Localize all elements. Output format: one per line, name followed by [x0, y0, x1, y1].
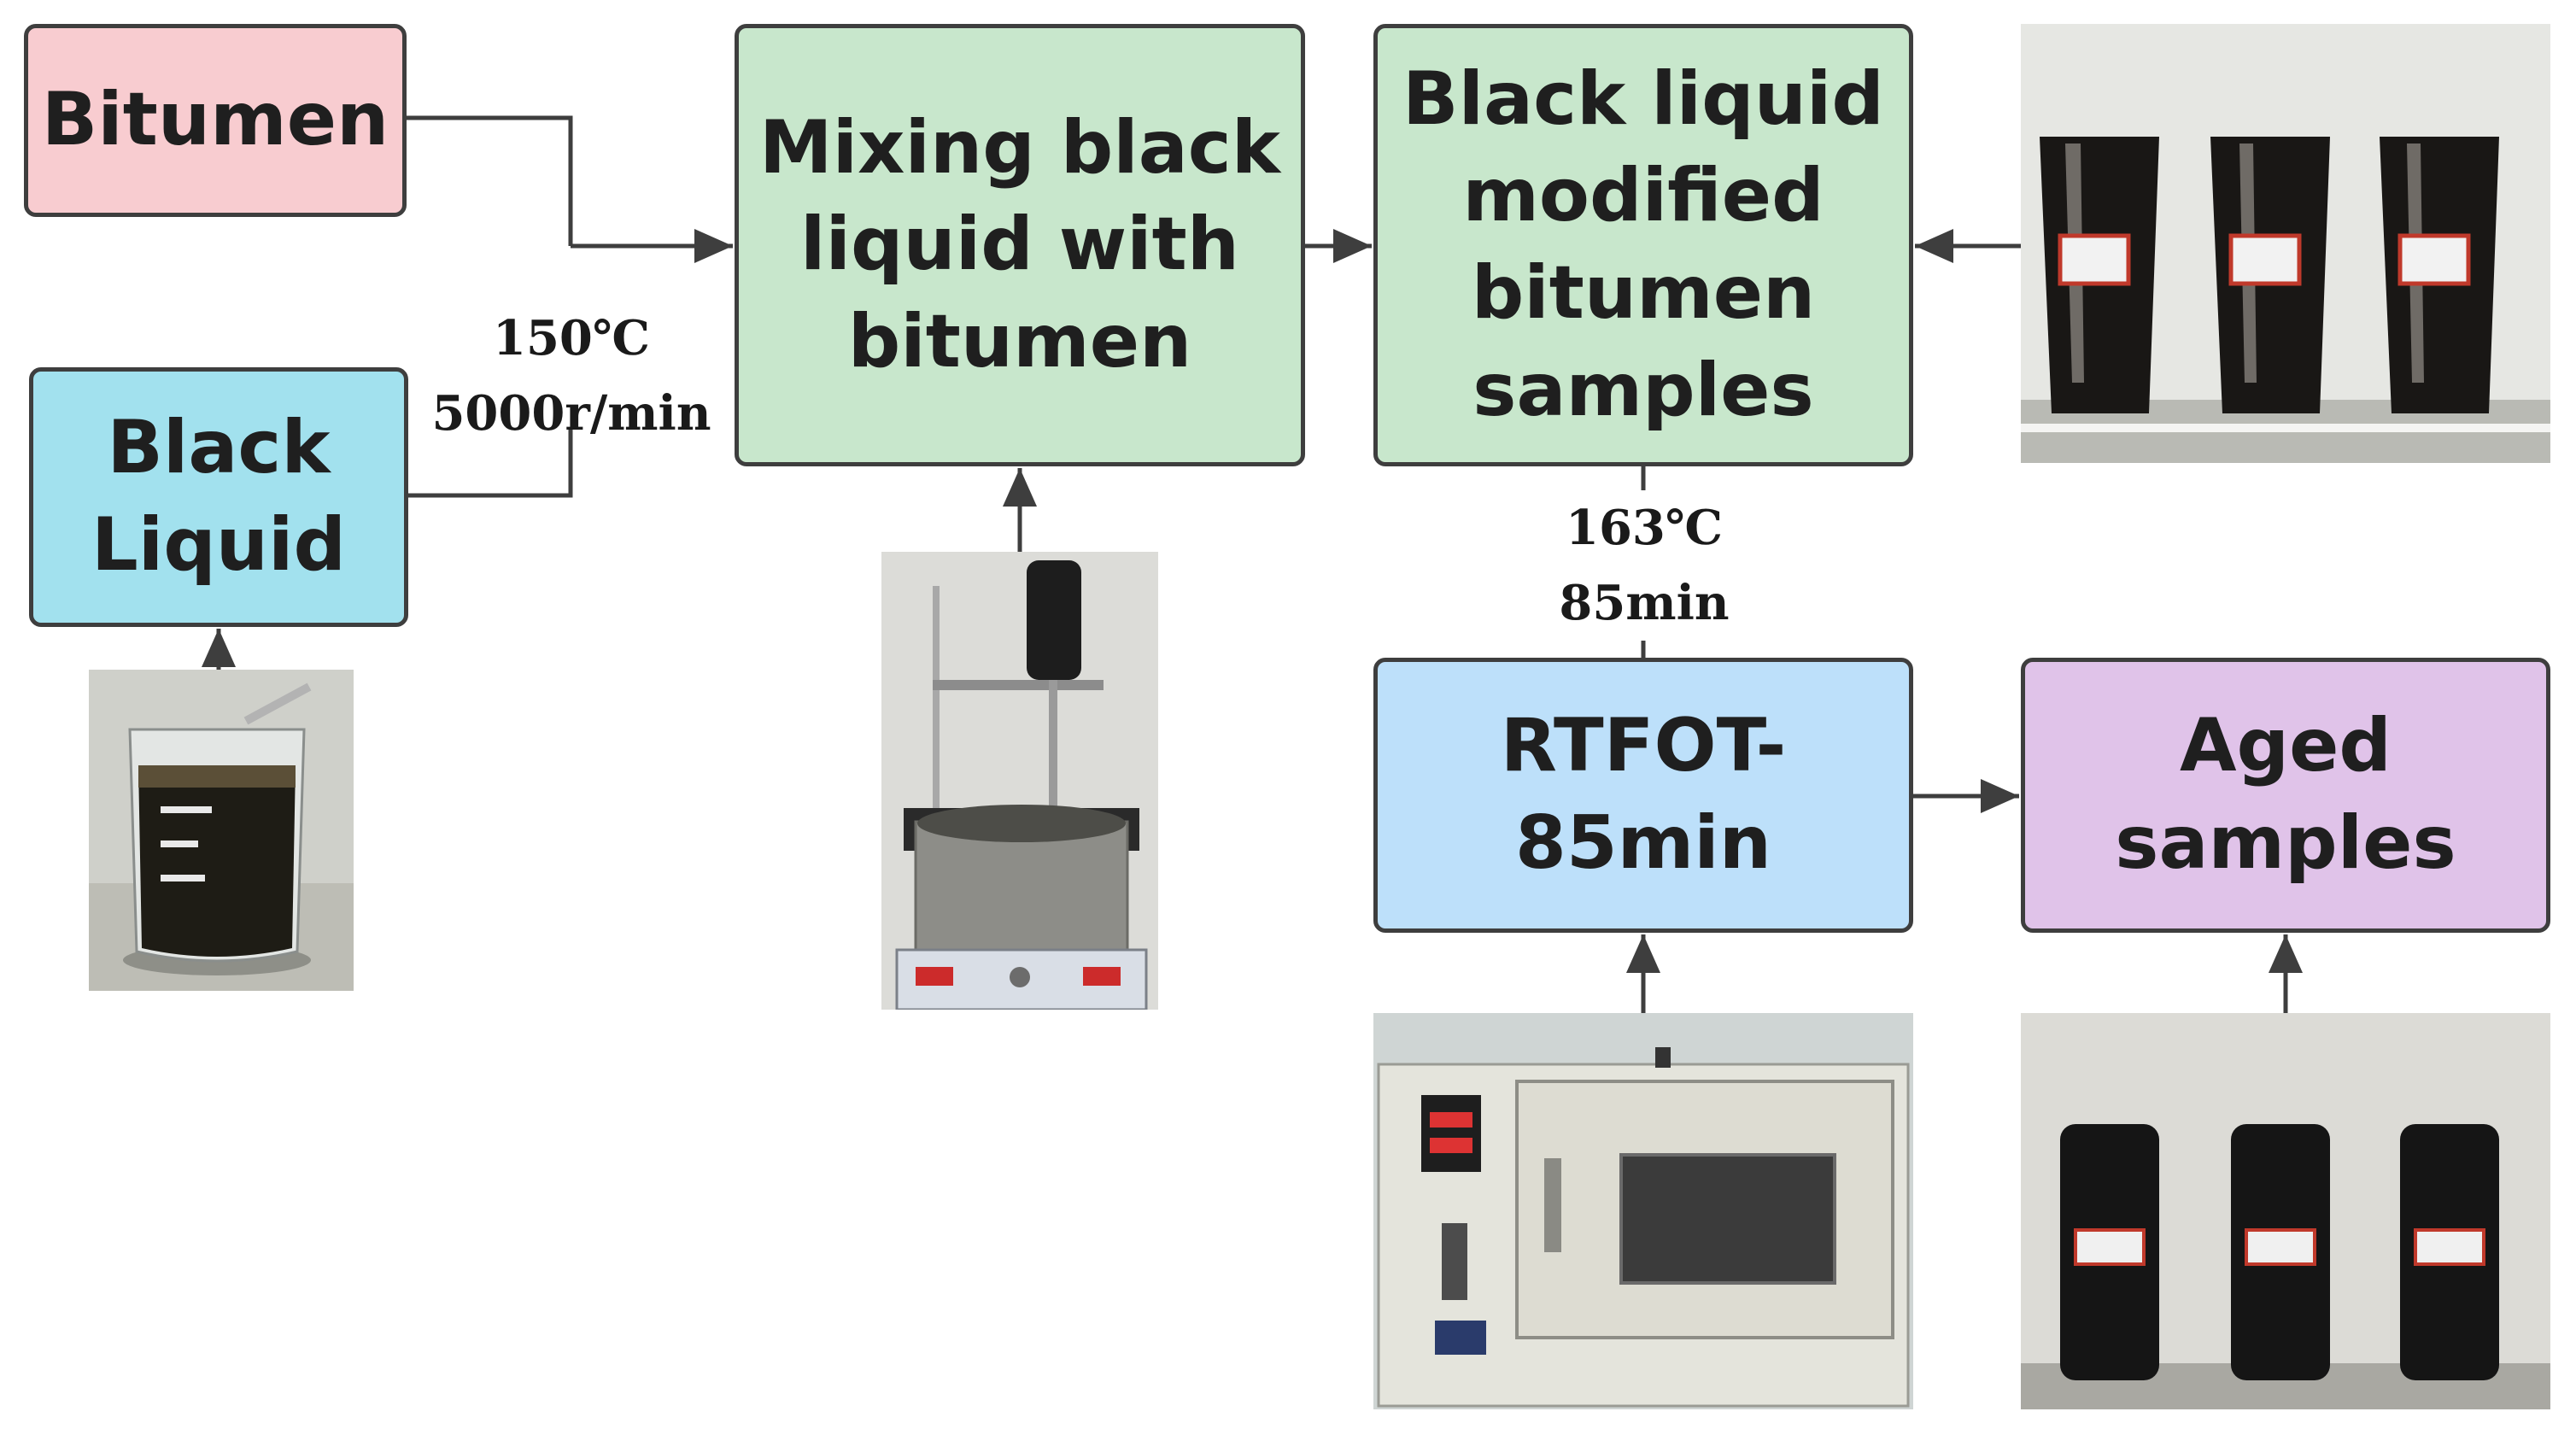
modified-samples-photo: [2021, 24, 2550, 463]
aged-samples-box: Aged samples: [2021, 658, 2550, 933]
mixing-step-box: Mixing black liquid with bitumen: [735, 24, 1305, 466]
connector-black-liquid-merge: [408, 427, 573, 498]
aging-conditions-label: 163℃ 85min: [1486, 490, 1802, 641]
mixer-photo: [881, 552, 1158, 1010]
mixing-conditions-label: 150℃ 5000r/min: [431, 310, 711, 442]
black-liquid-box: Black Liquid: [29, 367, 408, 627]
aged-samples-photo: [2021, 1013, 2550, 1409]
rtfot-oven-photo: [1373, 1013, 1913, 1409]
modified-samples-box: Black liquid modified bitumen samples: [1373, 24, 1913, 466]
rtfot-box: RTFOT- 85min: [1373, 658, 1913, 933]
bitumen-box: Bitumen: [24, 24, 407, 217]
connector-bitumen-merge: [407, 115, 573, 246]
beaker-photo: [89, 670, 354, 991]
